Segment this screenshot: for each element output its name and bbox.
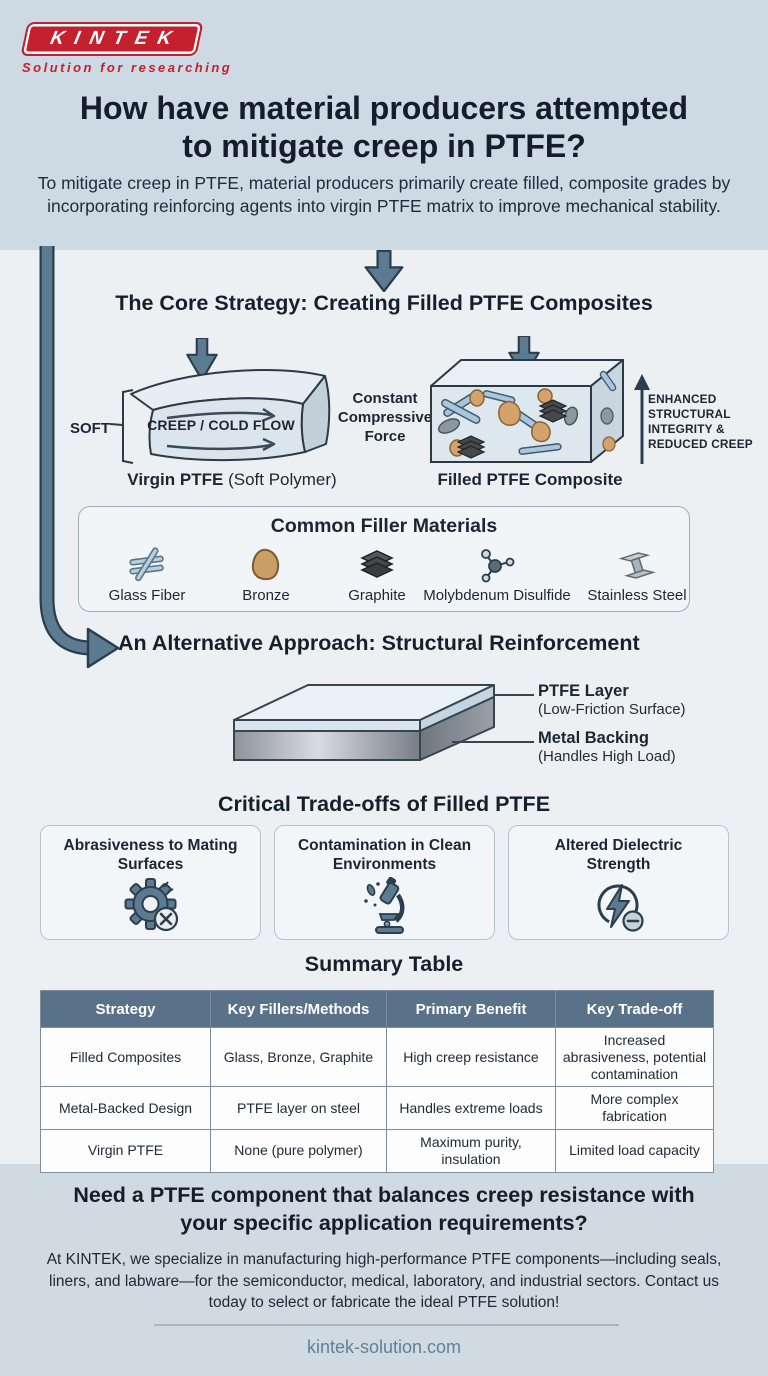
table-cell: Metal-Backed Design — [40, 1086, 211, 1130]
filler-item-molybdenum-disulfide: Molybdenum Disulfide — [397, 544, 597, 604]
flow-bent-arrow-icon — [39, 246, 120, 669]
filler-label: Graphite — [348, 587, 406, 604]
graphite-icon — [322, 544, 432, 586]
filler-item-bronze: Bronze — [211, 544, 321, 604]
filler-label: Stainless Steel — [587, 587, 687, 604]
molecule-icon — [397, 544, 597, 586]
filled-ptfe-caption: Filled PTFE Composite — [437, 470, 623, 489]
tradeoff-card-abrasiveness: Abrasiveness to Mating Surfaces — [40, 825, 261, 940]
gear-icon — [41, 877, 260, 935]
down-arrow-icon — [364, 250, 404, 292]
table-cell: Glass, Bronze, Graphite — [210, 1026, 387, 1088]
tradeoff-card-dielectric: Altered Dielectric Strength — [508, 825, 729, 940]
metal-backing-connector-line — [452, 741, 534, 743]
filler-label: Molybdenum Disulfide — [423, 587, 571, 604]
logo-wordmark: KINTEK — [48, 28, 184, 49]
up-arrow-icon — [634, 374, 650, 464]
lightning-icon — [509, 877, 728, 935]
tradeoff-card-title: Abrasiveness to Mating Surfaces — [63, 837, 238, 873]
kintek-logo: KINTEK — [20, 22, 204, 56]
tradeoffs-heading: Critical Trade-offs of Filled PTFE — [217, 792, 551, 816]
metal-backing-label: Metal Backing — [538, 729, 649, 747]
microscope-icon — [275, 876, 494, 935]
metal-backing-sublabel: (Handles High Load) — [538, 748, 676, 765]
page-title: How have material producers attempted to… — [0, 90, 768, 166]
column-header: Key Fillers/Methods — [210, 990, 387, 1028]
filler-item-graphite: Graphite — [322, 544, 432, 604]
table-cell: High creep resistance — [386, 1026, 556, 1088]
table-row: Virgin PTFE None (pure polymer) Maximum … — [40, 1128, 714, 1173]
page-title-line1: How have material producers attempted — [79, 90, 689, 126]
summary-table-heading: Summary Table — [304, 952, 464, 976]
filler-item-glass-fiber: Glass Fiber — [82, 544, 212, 604]
cta-heading: Need a PTFE component that balances cree… — [0, 1181, 768, 1238]
table-cell: PTFE layer on steel — [210, 1086, 387, 1130]
cta-body: At KINTEK, we specialize in manufacturin… — [46, 1251, 722, 1312]
table-cell: Handles extreme loads — [386, 1086, 556, 1130]
tradeoff-card-title: Altered Dielectric Strength — [554, 837, 683, 873]
filler-label: Glass Fiber — [108, 587, 186, 604]
website-link[interactable]: kintek-solution.com — [306, 1337, 462, 1357]
virgin-ptfe-caption: Virgin PTFE (Soft Polymer) — [127, 470, 337, 489]
filled-ptfe-block-diagram — [430, 359, 624, 463]
virgin-ptfe-block-diagram — [109, 369, 331, 464]
filler-item-stainless-steel: Stainless Steel — [572, 544, 702, 604]
ptfe-layer-connector-line — [494, 694, 534, 696]
footer-divider — [154, 1324, 619, 1326]
column-header: Key Trade-off — [555, 990, 714, 1028]
compressive-force-label: Constant Compressive Force — [337, 390, 433, 445]
table-cell: More complex fabrication — [555, 1086, 714, 1130]
soft-label: SOFT — [70, 420, 110, 437]
ptfe-layer-label: PTFE Layer — [538, 682, 629, 700]
bronze-icon — [211, 544, 321, 586]
creep-cold-flow-label: CREEP / COLD FLOW — [147, 417, 295, 433]
ptfe-layer-sublabel: (Low-Friction Surface) — [538, 701, 686, 718]
cta-heading-line2: your specific application requirements? — [180, 1211, 588, 1236]
footer-band — [0, 1164, 768, 1376]
table-cell: Virgin PTFE — [40, 1128, 211, 1173]
cta-heading-line1: Need a PTFE component that balances cree… — [73, 1183, 695, 1207]
filler-label: Bronze — [242, 587, 290, 604]
tradeoff-card-contamination: Contamination in Clean Environments — [274, 825, 495, 940]
alternative-approach-heading: An Alternative Approach: Structural Rein… — [118, 631, 640, 655]
column-header: Primary Benefit — [386, 990, 556, 1028]
table-cell: Filled Composites — [40, 1026, 211, 1088]
i-beam-icon — [572, 544, 702, 586]
compress-arrow-left-icon — [186, 338, 218, 380]
table-cell: Limited load capacity — [555, 1128, 714, 1173]
table-row: Filled Composites Glass, Bronze, Graphit… — [40, 1026, 714, 1088]
tradeoff-card-title: Contamination in Clean Environments — [297, 837, 472, 873]
logo-tagline: Solution for researching — [22, 60, 233, 75]
filler-materials-heading: Common Filler Materials — [270, 515, 498, 537]
core-strategy-heading: The Core Strategy: Creating Filled PTFE … — [115, 291, 653, 315]
table-cell: Increased abrasiveness, potential contam… — [555, 1026, 714, 1088]
summary-table: Strategy Key Fillers/Methods Primary Ben… — [40, 990, 714, 1173]
metal-backed-slab-diagram — [233, 684, 495, 761]
column-header: Strategy — [40, 990, 211, 1028]
page-subtitle: To mitigate creep in PTFE, material prod… — [37, 173, 731, 217]
table-row: Metal-Backed Design PTFE layer on steel … — [40, 1086, 714, 1130]
table-cell: Maximum purity, insulation — [386, 1128, 556, 1173]
summary-table-header-row: Strategy Key Fillers/Methods Primary Ben… — [40, 990, 714, 1028]
enhanced-integrity-label: ENHANCED STRUCTURAL INTEGRITY & REDUCED … — [648, 392, 753, 452]
glass-fiber-icon — [82, 544, 212, 586]
table-cell: None (pure polymer) — [210, 1128, 387, 1173]
page-title-line2: to mitigate creep in PTFE? — [182, 127, 586, 164]
